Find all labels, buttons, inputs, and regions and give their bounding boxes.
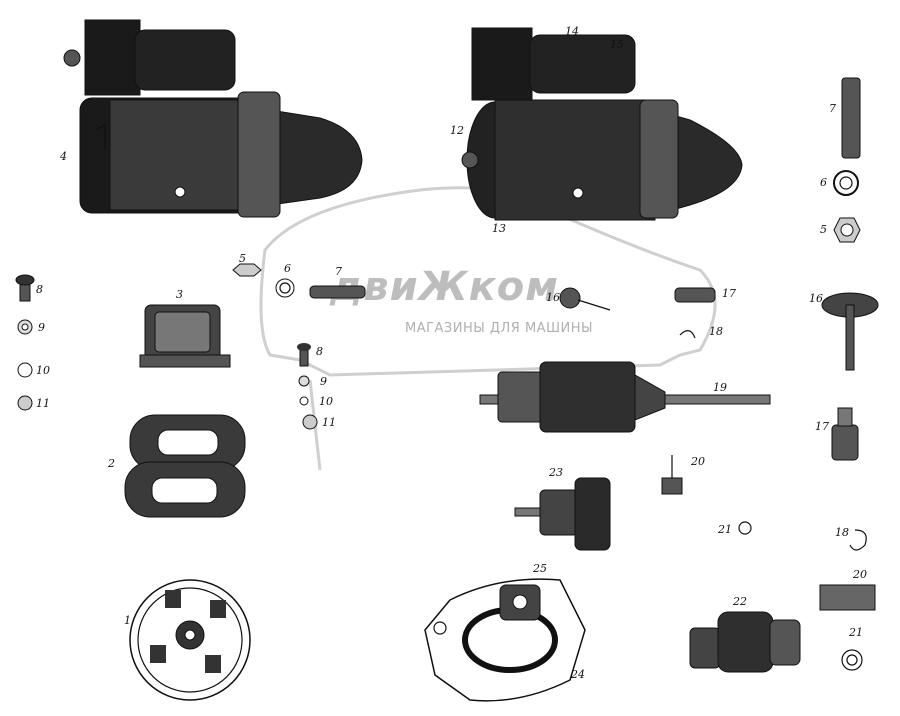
callout-16-mid: 16	[546, 291, 560, 304]
watermark-subtitle: МАГАЗИНЫ ДЛЯ МАШИНЫ	[405, 321, 593, 336]
callout-20-mid: 20	[690, 455, 705, 468]
callout-16-right: 16	[809, 292, 823, 305]
callout-10-left: 10	[36, 364, 50, 377]
callout-21-mid: 21	[717, 523, 732, 536]
callout-8-left: 8	[36, 283, 43, 296]
callout-25: 25	[532, 562, 547, 575]
part-1-end-cover	[129, 579, 251, 701]
callout-6-left: 6	[284, 262, 291, 275]
callout-8-mid: 8	[316, 345, 323, 358]
callout-19: 19	[713, 381, 727, 394]
callout-15: 15	[610, 38, 624, 51]
watermark-logo-text: двиЖком	[329, 264, 559, 310]
callout-numbers: 1 2 3 4 5 5 6 6 7 7 8 8 9 9 10 10 11 11 …	[36, 25, 867, 681]
callout-4: 4	[59, 150, 67, 163]
part-24-drive-housing	[424, 578, 586, 702]
callout-1: 1	[124, 614, 131, 627]
part-2-field-coils	[124, 414, 246, 518]
part-12-15-starter-assembly	[461, 27, 743, 221]
callout-17-right: 17	[815, 420, 829, 433]
watermark: двиЖком МАГАЗИНЫ ДЛЯ МАШИНЫ	[259, 186, 717, 471]
right-column-parts	[819, 77, 879, 671]
callout-3: 3	[176, 288, 183, 301]
callout-20-right: 20	[852, 568, 867, 581]
callout-5-left: 5	[239, 252, 246, 265]
callout-9-left: 9	[38, 321, 45, 334]
callout-7-right: 7	[829, 102, 836, 115]
callout-12: 12	[450, 124, 464, 137]
callout-5-right: 5	[820, 223, 827, 236]
small-hardware-left	[15, 274, 35, 411]
callout-17-mid: 17	[722, 287, 736, 300]
callout-13: 13	[492, 222, 506, 235]
callout-22: 22	[732, 595, 747, 608]
callout-6-right: 6	[820, 176, 827, 189]
callout-23: 23	[548, 466, 563, 479]
part-4-starter-assembly	[63, 19, 363, 218]
callout-14: 14	[565, 25, 579, 38]
callout-11-mid: 11	[322, 416, 336, 429]
callout-10-mid: 10	[319, 395, 333, 408]
callout-18-right: 18	[835, 526, 849, 539]
small-hardware-middle	[232, 263, 366, 430]
callout-2: 2	[107, 457, 115, 470]
callout-7-left: 7	[335, 265, 342, 278]
callout-11-left: 11	[36, 397, 50, 410]
callout-24: 24	[570, 668, 585, 681]
part-23-drive-gear	[514, 477, 611, 551]
callout-18-mid: 18	[709, 325, 723, 338]
part-19-armature	[479, 361, 771, 433]
part-22-pinion-drive	[689, 611, 801, 673]
part-3-relay	[139, 304, 231, 368]
misc-small-parts	[559, 287, 752, 535]
callout-9-mid: 9	[320, 375, 327, 388]
callout-21-right: 21	[848, 626, 863, 639]
